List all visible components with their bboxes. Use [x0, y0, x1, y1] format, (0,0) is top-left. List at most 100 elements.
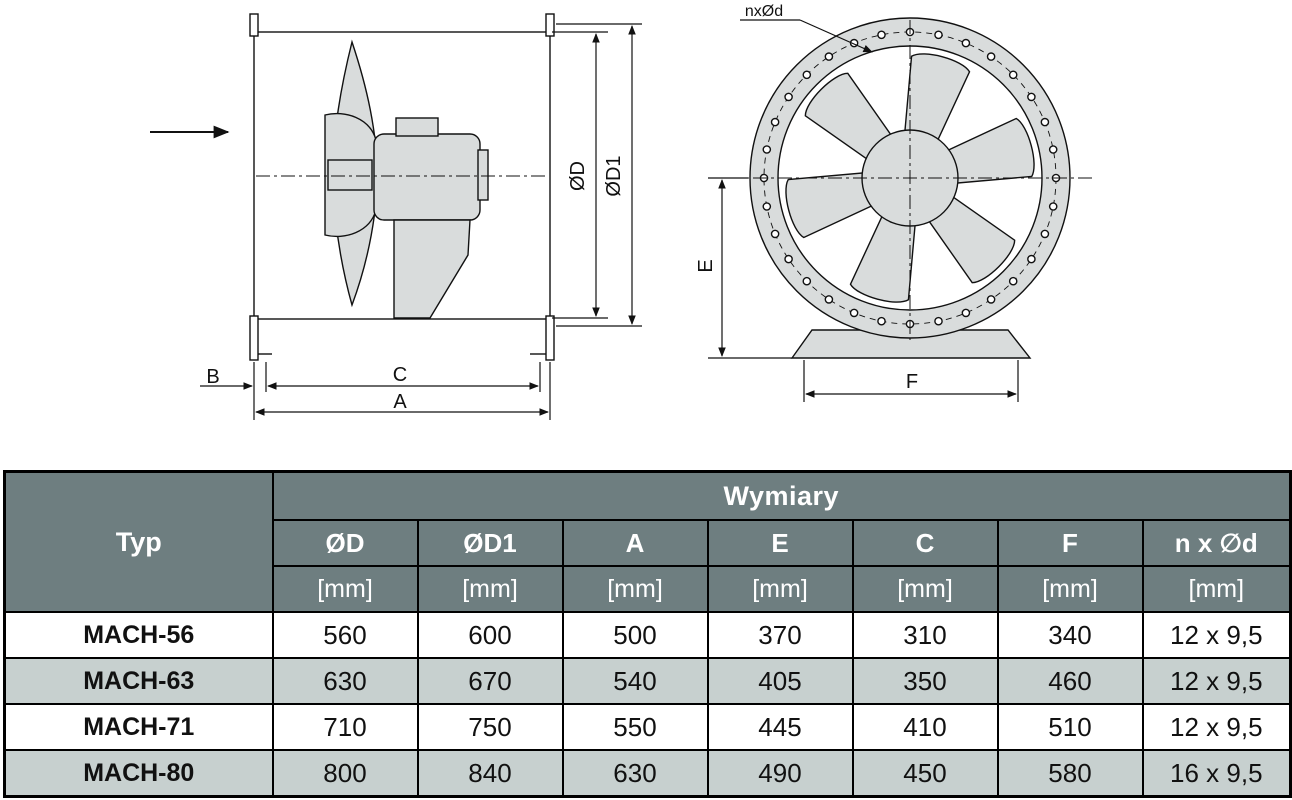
bolt-hole	[849, 308, 859, 318]
side-view	[150, 13, 555, 361]
label-c: C	[393, 364, 407, 386]
bolt-hole	[1048, 202, 1058, 211]
cell: 630	[271, 657, 419, 705]
table-row: MACH-63 630 670 540 405 350 460 12 x 9,5	[3, 657, 1292, 705]
technical-drawing: ØD ØD1 A C B nxØd E F	[150, 3, 1092, 420]
col-header: E	[706, 519, 854, 567]
motor-body	[373, 133, 481, 221]
bolt-hole	[877, 30, 886, 40]
group-header: Wymiary	[271, 470, 1292, 521]
header-row-group: Typ Wymiary	[3, 470, 1292, 613]
impeller-blades	[785, 53, 1035, 303]
bolt-hole	[934, 30, 943, 40]
table-row: MACH-71 710 750 550 445 410 510 12 x 9,5	[3, 703, 1292, 751]
typ-header: Typ	[3, 470, 274, 613]
bolt-hole	[1027, 254, 1036, 264]
unit-header: [mm]	[561, 565, 709, 613]
bolt-hole	[762, 145, 772, 154]
cell: 450	[851, 749, 999, 798]
label-a: A	[393, 391, 407, 413]
col-header: n x ∅d	[1141, 519, 1292, 567]
cell: 340	[996, 611, 1144, 659]
label-b: B	[206, 366, 219, 388]
bolt-hole	[762, 202, 772, 211]
bolt-hole	[824, 52, 834, 61]
unit-header: [mm]	[416, 565, 564, 613]
cell: 630	[561, 749, 709, 798]
table-row: MACH-56 560 600 500 370 310 340 12 x 9,5	[3, 611, 1292, 659]
col-header: ØD1	[416, 519, 564, 567]
cell: 490	[706, 749, 854, 798]
row-typ: MACH-80	[3, 749, 274, 798]
dimensions-table: Typ Wymiary ØD ØD1 A E C F n x ∅d [mm] […	[3, 470, 1292, 798]
bolt-hole	[1008, 70, 1018, 80]
cell: 580	[996, 749, 1144, 798]
label-diameter: ØD	[567, 161, 589, 191]
cell: 405	[706, 657, 854, 705]
bolt-hole	[961, 308, 971, 318]
bolt-hole	[877, 316, 886, 326]
row-typ: MACH-56	[3, 611, 274, 659]
impeller-blade	[849, 209, 917, 303]
side-dimensions	[200, 23, 642, 420]
bolt-hole	[784, 254, 793, 264]
cell: 310	[851, 611, 999, 659]
bolt-hole	[961, 38, 971, 48]
bolt-hole	[934, 316, 943, 326]
cell: 710	[271, 703, 419, 751]
bolt-hole	[802, 276, 812, 286]
bolt-hole	[784, 92, 793, 102]
col-header: ØD	[271, 519, 419, 567]
row-typ: MACH-71	[3, 703, 274, 751]
row-typ: MACH-63	[3, 657, 274, 705]
cell: 12 x 9,5	[1141, 703, 1292, 751]
bolt-hole	[1008, 276, 1018, 286]
header-row-columns: ØD ØD1 A E C F n x ∅d	[5, 519, 1292, 567]
front-view	[728, 17, 1092, 359]
label-holes: nxØd	[745, 3, 783, 20]
impeller-blade	[804, 72, 896, 164]
col-header: C	[851, 519, 999, 567]
cell: 500	[561, 611, 709, 659]
cell: 800	[271, 749, 419, 798]
bolt-hole	[824, 295, 834, 304]
cell: 460	[996, 657, 1144, 705]
cell: 750	[416, 703, 564, 751]
impeller-blade	[924, 192, 1016, 284]
bolt-hole	[770, 117, 780, 127]
cell: 550	[561, 703, 709, 751]
cell: 670	[416, 657, 564, 705]
cell: 16 x 9,5	[1141, 749, 1292, 798]
bolt-hole	[1027, 92, 1036, 102]
front-dimensions	[708, 19, 1019, 402]
impeller-blade	[903, 53, 971, 147]
col-header: A	[561, 519, 709, 567]
impeller-blade	[941, 117, 1035, 185]
cell: 445	[706, 703, 854, 751]
bolt-hole	[986, 295, 996, 304]
label-f: F	[906, 371, 918, 393]
unit-header: [mm]	[996, 565, 1144, 613]
bolt-hole	[770, 229, 780, 239]
cell: 540	[561, 657, 709, 705]
bolt-hole	[1040, 117, 1050, 127]
label-e: E	[695, 259, 717, 272]
cell: 12 x 9,5	[1141, 657, 1292, 705]
cell: 350	[851, 657, 999, 705]
unit-header: [mm]	[1141, 565, 1292, 613]
cell: 560	[271, 611, 419, 659]
header-row-units: [mm] [mm] [mm] [mm] [mm] [mm] [mm]	[5, 565, 1292, 613]
cell: 510	[996, 703, 1144, 751]
col-header: F	[996, 519, 1144, 567]
impeller-blade	[785, 171, 879, 239]
cell: 12 x 9,5	[1141, 611, 1292, 659]
label-flange-diameter: ØD1	[603, 155, 625, 196]
bolt-hole	[802, 70, 812, 80]
bolt-hole	[1048, 145, 1058, 154]
unit-header: [mm]	[271, 565, 419, 613]
cell: 370	[706, 611, 854, 659]
cell: 600	[416, 611, 564, 659]
unit-header: [mm]	[851, 565, 999, 613]
table-row: MACH-80 800 840 630 490 450 580 16 x 9,5	[3, 749, 1292, 798]
cell: 840	[416, 749, 564, 798]
